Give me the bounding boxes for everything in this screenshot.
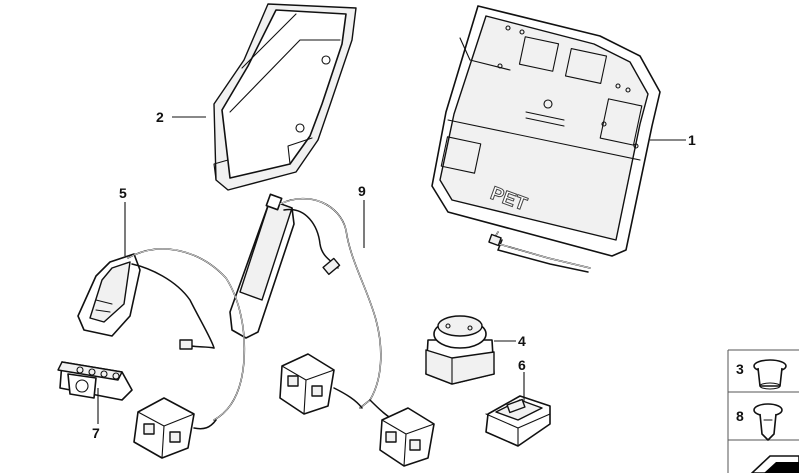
part-7-connector-clip[interactable] [57, 361, 133, 401]
part-4-switch[interactable] [425, 315, 495, 385]
callout-1: 1 [688, 132, 696, 148]
part-1-airbag-module[interactable]: PET [431, 5, 661, 273]
callout-6: 6 [518, 357, 526, 373]
airbag-marking: PET [488, 183, 530, 216]
arrow-icon [750, 455, 799, 473]
part-9-side-airbag-harness[interactable] [229, 193, 435, 467]
part-5-sensor-harness[interactable] [77, 248, 246, 459]
callout-4: 4 [518, 333, 526, 349]
part-3-grommet[interactable] [753, 359, 787, 390]
callout-8: 8 [736, 408, 744, 424]
part-8-push-clip[interactable] [753, 403, 783, 441]
callout-2: 2 [156, 109, 164, 125]
callout-7: 7 [92, 425, 100, 441]
leader-lines [97, 116, 686, 424]
callout-5: 5 [119, 185, 127, 201]
part-6-button-switch[interactable] [485, 395, 551, 447]
callout-3: 3 [736, 361, 744, 377]
callout-9: 9 [358, 183, 366, 199]
small-parts-legend [727, 349, 799, 473]
part-2-trim-panel[interactable] [213, 3, 357, 191]
